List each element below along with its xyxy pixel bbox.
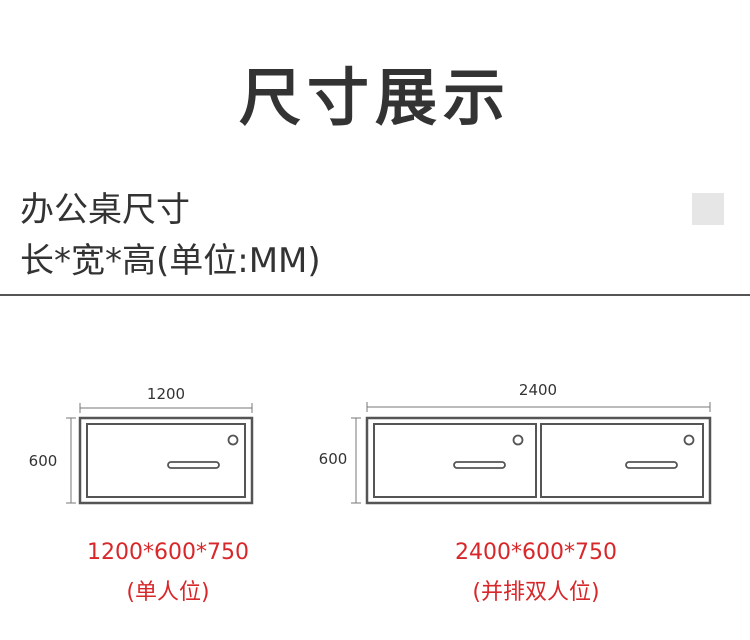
single-desk-seat-text: (单人位) — [126, 580, 210, 605]
double-desk-drawing: 2400 600 — [319, 381, 712, 505]
page-title: 尺寸展示 — [238, 61, 511, 134]
desk-size-heading: 办公桌尺寸 — [20, 190, 190, 230]
color-swatch — [692, 193, 724, 225]
drawer-panel — [86, 423, 246, 498]
single-desk-drawing: 1200 600 — [29, 385, 254, 505]
right-lock-icon — [683, 434, 695, 446]
drawer-handle — [167, 461, 220, 469]
left-drawer-panel — [373, 423, 537, 498]
lock-icon — [227, 434, 239, 446]
width-label: 1200 — [147, 385, 185, 403]
left-lock-icon — [512, 434, 524, 446]
left-drawer-handle — [453, 461, 506, 469]
dimension-units-label: 长*宽*高(单位:MM) — [20, 241, 321, 281]
width-label: 2400 — [519, 381, 557, 399]
double-desk-seat-text: (并排双人位) — [472, 580, 600, 605]
height-label: 600 — [319, 450, 348, 468]
single-desk-size-text: 1200*600*750 — [87, 540, 249, 565]
section-divider — [0, 294, 750, 296]
double-desk-size-text: 2400*600*750 — [455, 540, 617, 565]
height-label: 600 — [29, 452, 58, 470]
right-drawer-panel — [540, 423, 704, 498]
right-drawer-handle — [625, 461, 678, 469]
